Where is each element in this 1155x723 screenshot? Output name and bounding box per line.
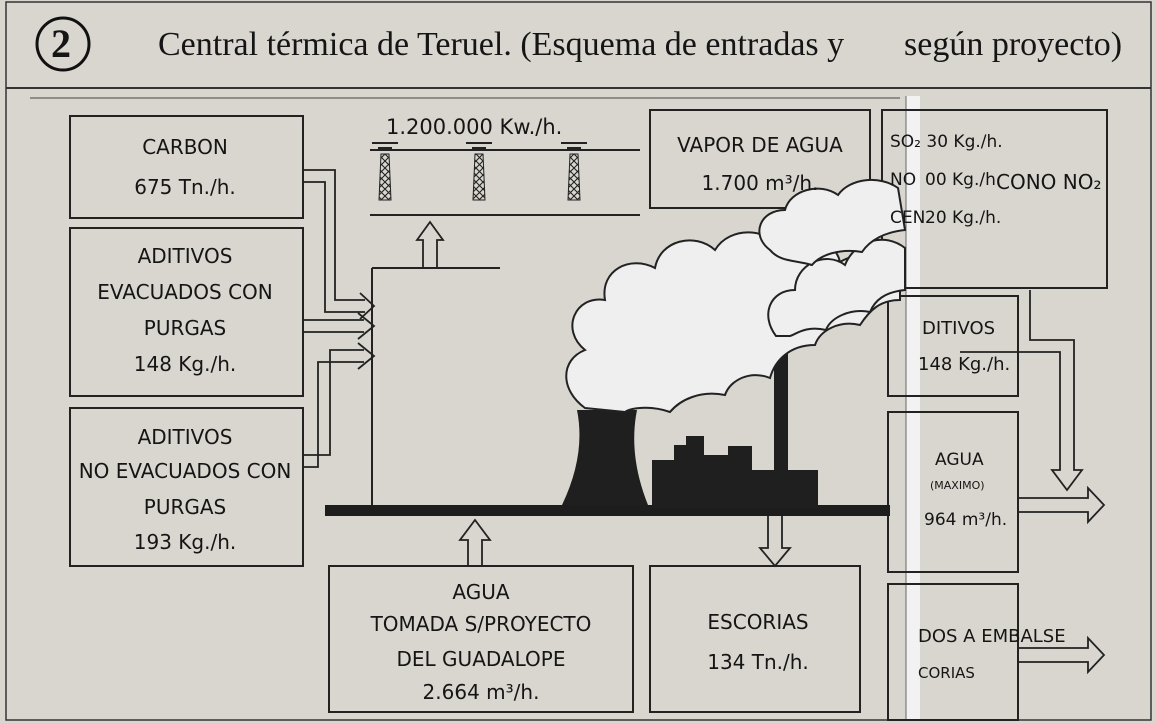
aditivos-evacuados-line1: ADITIVOS — [137, 244, 233, 268]
agua-entrada-box — [328, 565, 634, 713]
emisiones-cono: CONO NO₂ — [996, 170, 1102, 194]
escorias-arrow — [758, 516, 792, 568]
pylon-2 — [466, 142, 492, 201]
agua-entrada-line3: DEL GUADALOPE — [396, 647, 566, 671]
emisiones-line3: CEN — [890, 208, 926, 228]
outer-frame — [5, 1, 1152, 721]
aditivos-evacuados-arrow — [303, 312, 376, 340]
aditivos-no-evacuados-box — [69, 407, 304, 567]
vapor-label: VAPOR DE AGUA — [677, 133, 843, 157]
escorias-label: ESCORIAS — [707, 610, 809, 634]
embalse-line1: DOS A EMBALSE — [918, 626, 1066, 647]
aditivos-no-evacuados-value: 193 Kg./h. — [133, 530, 237, 554]
aditivos-right-label: DITIVOS — [922, 318, 996, 339]
agua-entrada-line2: TOMADA S/PROYECTO — [370, 612, 592, 636]
ground-bar — [325, 505, 890, 516]
page-fold — [906, 96, 920, 720]
embalse-box — [887, 583, 1019, 721]
carbon-value: 675 Tn./h. — [134, 175, 236, 199]
chimney-smoke — [767, 238, 906, 337]
aditivos-right-arrow — [960, 290, 1084, 492]
escorias-value: 134 Tn./h. — [707, 650, 809, 674]
embalse-arrow — [1018, 635, 1106, 675]
vapor-value: 1.700 m³/h. — [701, 171, 819, 195]
agua-right-arrow — [1018, 485, 1106, 525]
aditivos-right-box — [887, 295, 1019, 397]
aditivos-evacuados-value: 148 Kg./h. — [133, 352, 237, 376]
chimney-base — [788, 470, 818, 508]
emisiones-line3b: 20 Kg./h. — [925, 208, 1002, 228]
agua-entrada-value: 2.664 m³/h. — [422, 680, 540, 704]
aditivos-evacuados-line2: EVACUADOS CON — [97, 280, 273, 304]
embalse-line2: CORIAS — [918, 664, 975, 682]
vapor-box — [649, 109, 871, 209]
agua-entrada-line1: AGUA — [452, 580, 510, 604]
carbon-arrow — [303, 169, 376, 320]
emisiones-line2: NO — [890, 170, 917, 190]
aditivos-evacuados-box — [69, 227, 304, 397]
aditivos-right-value: 148 Kg./h. — [918, 354, 1011, 375]
agua-right-label: AGUA — [935, 450, 984, 470]
agua-right-sub: (MAXIMO) — [930, 479, 985, 492]
aditivos-no-evacuados-line2: NO EVACUADOS CON — [78, 459, 292, 483]
agua-right-value: 964 m³/h. — [924, 510, 1008, 530]
aditivos-no-evacuados-arrow — [303, 342, 376, 468]
agua-entrada-arrow — [458, 518, 492, 566]
page-title-tail: según proyecto) — [904, 26, 1123, 63]
pylon-3 — [561, 142, 587, 201]
plant-buildings — [652, 436, 774, 508]
aditivos-no-evacuados-line3: PURGAS — [143, 495, 227, 519]
emisiones-line2b: 00 Kg./h. — [925, 170, 1002, 190]
cooling-tower — [562, 410, 648, 505]
escorias-box — [649, 565, 861, 713]
emisiones-line1: SO₂ 30 Kg./h. — [890, 132, 1003, 152]
figure-number: 2 — [51, 21, 71, 66]
upper-smoke — [758, 178, 907, 267]
number-circle — [35, 16, 91, 72]
aditivos-evacuados-line3: PURGAS — [143, 316, 227, 340]
aditivos-no-evacuados-line1: ADITIVOS — [137, 425, 233, 449]
carbon-box — [69, 115, 304, 219]
pylon-1 — [372, 142, 398, 201]
agua-right-box — [887, 411, 1019, 573]
energia-value: 1.200.000 Kw./h. — [386, 115, 563, 139]
carbon-label: CARBON — [142, 135, 228, 159]
energy-output-arrow — [415, 220, 445, 268]
chimney — [774, 336, 788, 508]
page-title: Central térmica de Teruel. (Esquema de e… — [158, 26, 845, 63]
